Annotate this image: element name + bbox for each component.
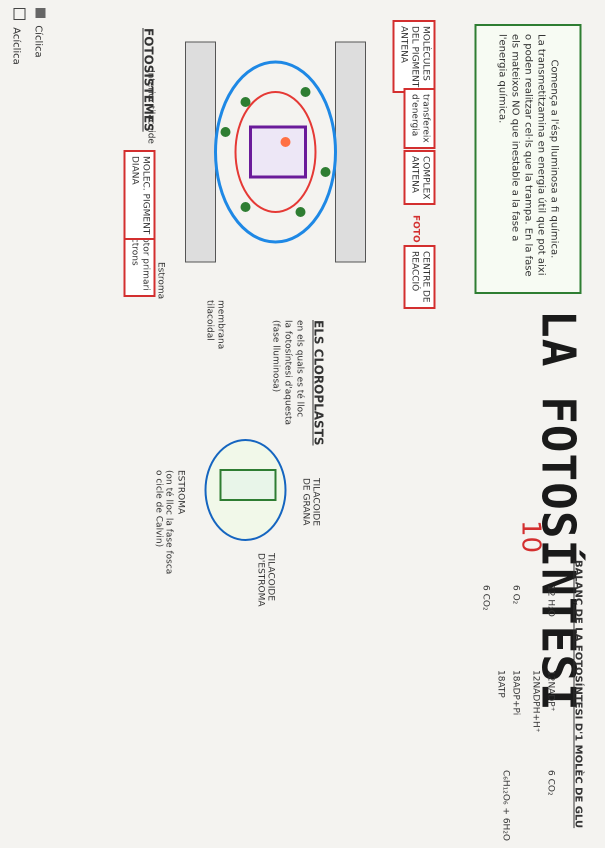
legend-ciclica-label: Cíclica xyxy=(32,25,43,58)
balanc-o2: 6 O₂ xyxy=(510,585,520,605)
thylakoid-diagram xyxy=(184,41,366,263)
balanc-title: BALANÇ DE LA FOTOSÍNTESI D'1 MOLÈC DE GL… xyxy=(572,560,583,829)
label-molecules-antena: MOLÈCULES DEL PIGMENT ANTENA xyxy=(392,20,435,94)
label-estroma-clo: ESTROMA xyxy=(175,470,185,515)
label-complex-antena: COMPLEX ANTENA xyxy=(403,150,435,206)
intro-box: Comença a l'ésp lluminosa a fi química. … xyxy=(474,24,581,294)
balanc-nadp: 12NADP⁺ xyxy=(545,670,555,712)
legend-aciclica: Acíclica xyxy=(10,8,25,65)
label-membrana-tilacoidal: membrana tilacoidal xyxy=(204,300,225,350)
pigment-target xyxy=(280,137,290,147)
label-foto: FOTO xyxy=(410,215,420,243)
pigment-molecule xyxy=(220,127,230,137)
membrane-bottom xyxy=(184,41,216,263)
pigment-molecule xyxy=(295,207,305,217)
label-molec-pigment-diana: MOLEC. PIGMENT DIANA xyxy=(123,150,155,241)
label-centre-reaccio: CENTRE DE REACCIÓ xyxy=(403,245,435,309)
label-tilacoide-grana: TILACOIDE DE GRANA xyxy=(300,478,320,527)
label-tilacoide-estroma: TILACOIDE D'ESTROMA xyxy=(255,553,275,607)
legend-ciclica-swatch-icon xyxy=(35,8,45,18)
pigment-molecule xyxy=(320,167,330,177)
reaction-centre-outline xyxy=(234,91,316,213)
cloroplasts-descr: en els quals es té lloc la fotosíntesi d… xyxy=(270,320,304,425)
score: 10 xyxy=(515,520,545,554)
grana-stack xyxy=(219,469,276,501)
label-transfereix: transfereix d'energia xyxy=(403,88,435,149)
balanc-co2-right: 6 CO₂ xyxy=(545,770,555,796)
membrane-top xyxy=(334,41,366,263)
balanc-h2o: 12 H₂O xyxy=(545,585,555,617)
balanc-product: C₆H₁₂O₆ + 6H₂O xyxy=(500,770,510,842)
chloroplast-diagram xyxy=(204,439,286,541)
legend-aciclica-label: Acíclica xyxy=(10,27,21,65)
pigment-molecule xyxy=(240,97,250,107)
balanc-nadph: 12NADPH+H⁺ xyxy=(530,670,540,733)
pigment-molecule xyxy=(240,202,250,212)
legend-aciclica-swatch-icon xyxy=(13,8,25,20)
label-interior-tilacoide: Interior tilacoide xyxy=(145,70,155,144)
pigment-molecule xyxy=(300,87,310,97)
balanc-atp: 18ATP xyxy=(495,670,505,698)
legend-ciclica: Cíclica xyxy=(32,8,45,58)
antenna-complex xyxy=(213,60,337,244)
cloroplasts-title: ELS CLOROPLASTS xyxy=(311,320,325,446)
reaction-centre xyxy=(248,125,307,179)
label-estroma-descr: (on té lloc la fase fosca o cicle de Cal… xyxy=(153,470,173,575)
balanc-co2-left: 6 CO₂ xyxy=(480,585,490,611)
balanc-adp: 18ADP+Pi xyxy=(510,670,520,716)
label-estroma: Estroma xyxy=(155,262,165,300)
intro-text: Comença a l'ésp lluminosa a fi química. … xyxy=(496,34,559,277)
